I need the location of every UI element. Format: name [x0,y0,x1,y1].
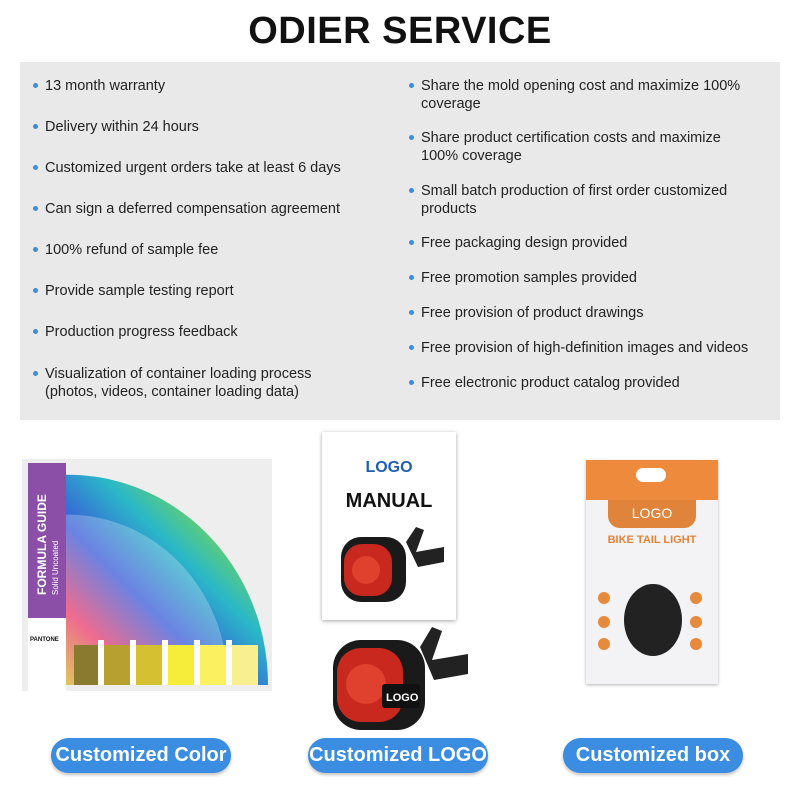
box-product-name: BIKE TAIL LIGHT [607,534,697,546]
tail-light-logo-image: LOGO [333,627,468,730]
service-item: Provide sample testing report [33,282,385,300]
bullet-icon [409,83,414,88]
pantone-sub-label: Solid Uncoated [51,541,60,595]
box-logo-text: LOGO [608,500,696,528]
service-item: Share the mold opening cost and maximize… [409,77,761,113]
service-item: Small batch production of first order cu… [409,182,741,218]
light-logo-text: LOGO [386,692,419,704]
bullet-icon [33,124,38,129]
service-item: Free provision of high-definition images… [409,339,771,357]
service-item: Production progress feedback [33,323,385,341]
service-item: Free packaging design provided [409,234,771,252]
bullet-icon [409,310,414,315]
manual-title: MANUAL [345,490,433,512]
manual-logo-text: LOGO [365,459,413,476]
bullet-icon [409,380,414,385]
manual-card-image: LOGO MANUAL [322,432,456,620]
service-item: Share product certification costs and ma… [409,129,741,165]
pantone-color-guide-image: FORMULA GUIDE Solid Uncoated PANTONE [22,459,272,691]
bullet-icon [33,247,38,252]
bullet-icon [33,329,38,334]
bullet-icon [33,83,38,88]
bullet-icon [409,240,414,245]
customized-color-button[interactable]: Customized Color [51,738,231,773]
pantone-brand-label: PANTONE [30,637,59,643]
bullet-icon [33,371,38,376]
product-box-image: LOGO BIKE TAIL LIGHT [586,460,718,684]
bullet-icon [33,206,38,211]
service-panel: 13 month warranty Delivery within 24 hou… [20,62,780,420]
bullet-icon [33,165,38,170]
bullet-icon [409,188,414,193]
bullet-icon [409,135,414,140]
service-item: Free promotion samples provided [409,269,771,287]
bullet-icon [409,345,414,350]
service-item: Free electronic product catalog provided [409,374,771,392]
pantone-guide-label: FORMULA GUIDE [35,494,49,595]
service-item: Visualization of container loading proce… [33,365,330,401]
bullet-icon [409,275,414,280]
customized-logo-button[interactable]: Customized LOGO [308,738,488,773]
service-item: 13 month warranty [33,77,385,95]
tail-light-image [341,527,444,602]
bullet-icon [33,288,38,293]
customized-box-button[interactable]: Customized box [563,738,743,773]
service-item: Delivery within 24 hours [33,118,385,136]
box-hanger [586,460,718,500]
page-title: ODIER SERVICE [248,10,552,52]
service-item: 100% refund of sample fee [33,241,385,259]
service-item: Customized urgent orders take at least 6… [33,159,385,177]
box-window [624,584,682,656]
service-item: Free provision of product drawings [409,304,771,322]
service-item: Can sign a deferred compensation agreeme… [33,200,385,218]
